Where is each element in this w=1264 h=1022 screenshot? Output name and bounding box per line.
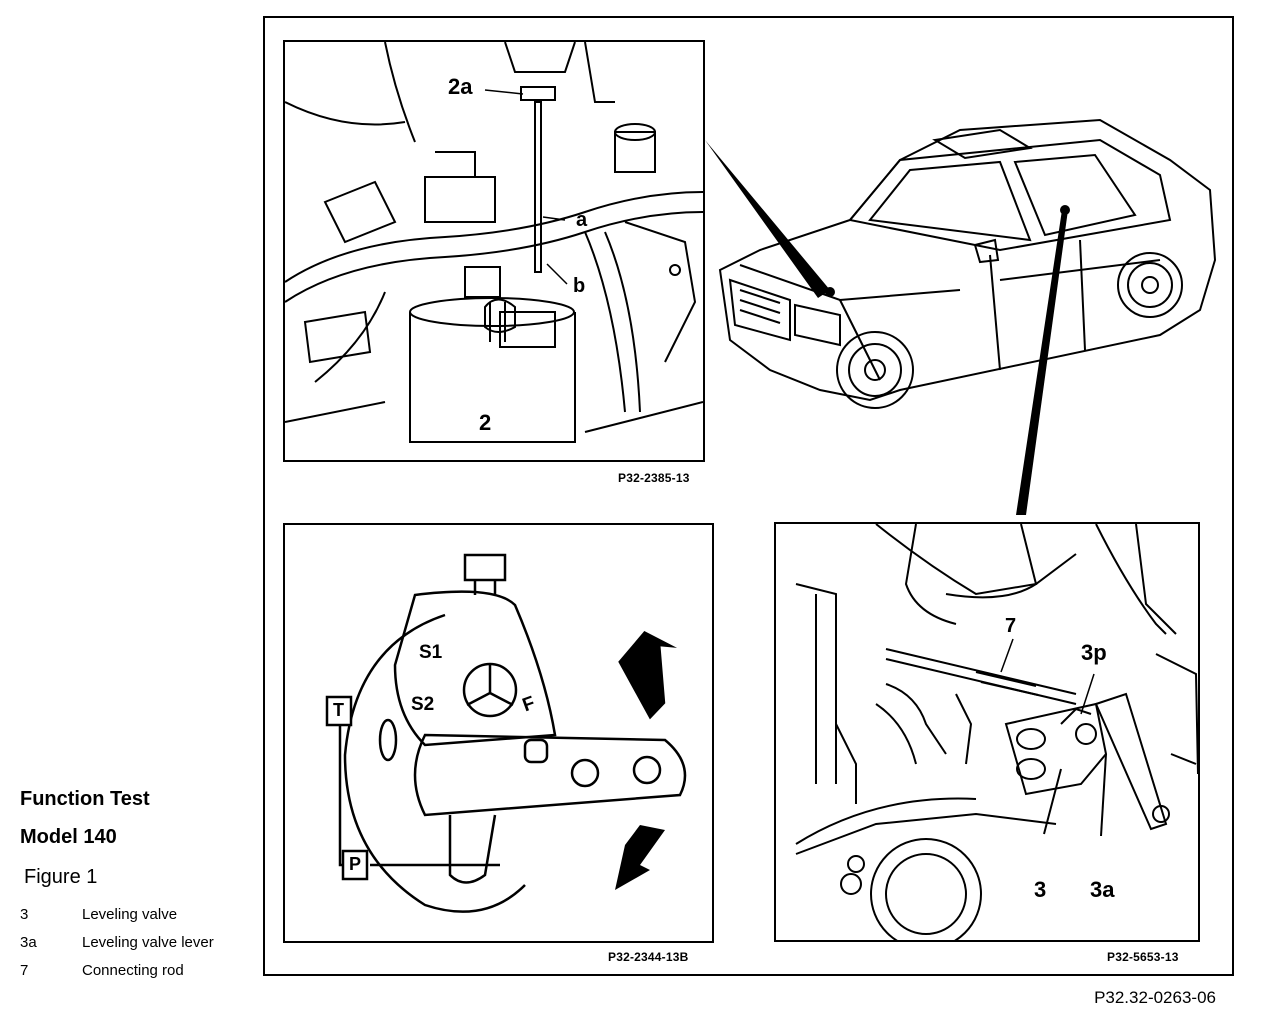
heading-function-test: Function Test xyxy=(20,788,150,810)
diagram-frame xyxy=(263,16,1234,976)
valve-detail-drawing xyxy=(325,553,687,913)
legend-text: Leveling valve lever xyxy=(82,933,214,951)
legend-item: 3a Leveling valve lever xyxy=(20,928,214,956)
label-2a: 2a xyxy=(448,74,473,99)
panel-leveling-valve-detail: S1 S2 F T P xyxy=(283,523,714,943)
legend-key: 7 xyxy=(20,961,29,979)
legend-key: 3a xyxy=(20,933,37,951)
title-function-test: Function Test xyxy=(20,788,150,811)
car-illustration xyxy=(705,118,1217,515)
figure-code: P32.32-0263-06 xyxy=(1094,988,1216,1007)
label-s1: S1 xyxy=(419,642,443,663)
title-model: Model 140 xyxy=(20,826,117,849)
panel-reservoir: 2a a b 2 xyxy=(283,40,705,462)
legend-text: Leveling valve xyxy=(82,905,178,923)
label-t: T xyxy=(333,700,344,720)
installed-valve-drawing xyxy=(795,524,1198,940)
label-p: P xyxy=(349,854,362,874)
code-bottom-right: P32-5653-13 xyxy=(1107,950,1179,964)
label-s2: S2 xyxy=(411,694,435,715)
label-2: 2 xyxy=(479,410,492,435)
legend-key: 3 xyxy=(20,905,29,923)
label-3p: 3p xyxy=(1081,640,1107,665)
legend-item: 7 Connecting rod xyxy=(20,956,214,984)
reservoir-drawing xyxy=(285,42,703,443)
legend-text: Connecting rod xyxy=(82,961,184,979)
label-7: 7 xyxy=(1005,615,1017,637)
figure-label: Figure 1 xyxy=(24,866,98,888)
label-b: b xyxy=(573,275,586,297)
heading-model: Model 140 xyxy=(20,826,117,848)
legend-item: 3 Leveling valve xyxy=(20,900,214,928)
label-a: a xyxy=(576,209,588,231)
label-3a: 3a xyxy=(1090,877,1115,902)
label-3: 3 xyxy=(1034,877,1047,902)
legend: 3 Leveling valve 3a Leveling valve lever 7… xyxy=(20,900,214,984)
panel-leveling-valve-installed: 7 3p 3 3a xyxy=(774,522,1200,942)
code-top-left: P32-2385-13 xyxy=(618,471,690,485)
code-bottom-left: P32-2344-13B xyxy=(608,950,689,964)
figure-caption: Figure 1 xyxy=(24,866,97,889)
